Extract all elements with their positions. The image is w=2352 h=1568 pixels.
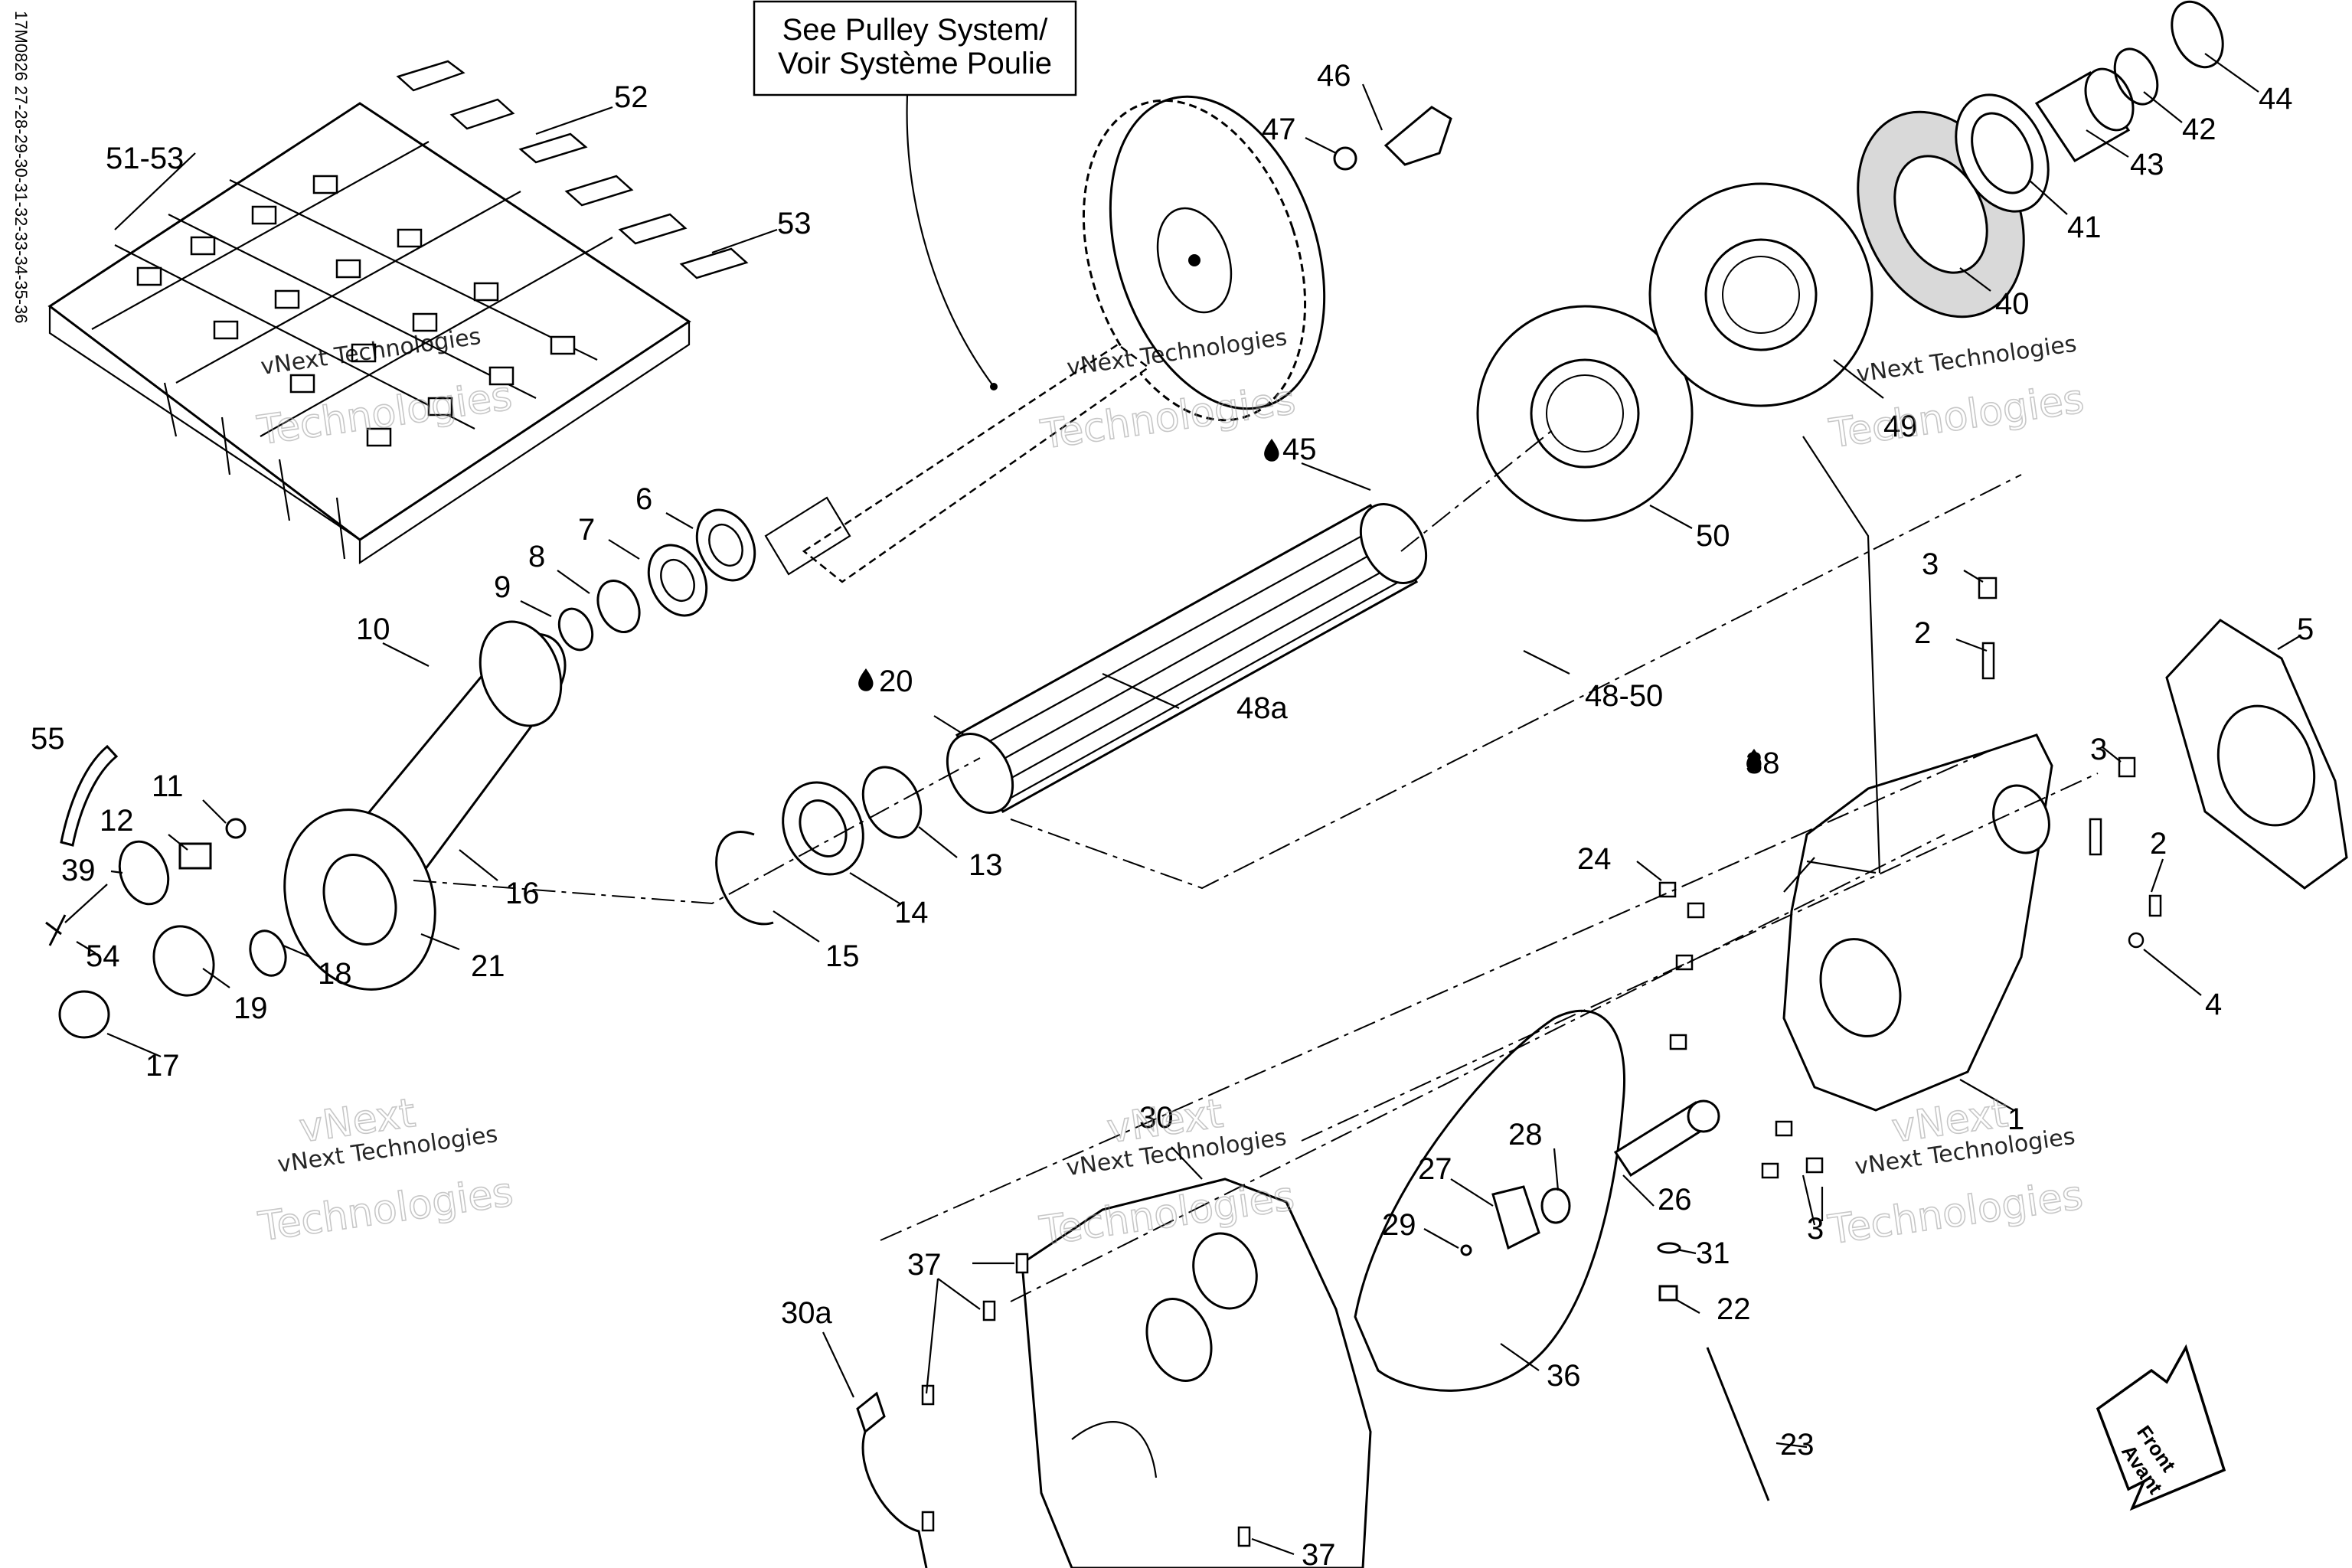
watermark-big: Technologies <box>1826 376 2086 457</box>
callout-line-1: See Pulley System/ <box>782 13 1049 47</box>
chain-assembly <box>283 620 567 991</box>
label-6: 6 <box>635 482 652 516</box>
label-43: 43 <box>2130 148 2164 181</box>
label-17: 17 <box>145 1049 180 1083</box>
label-22: 22 <box>1717 1292 1751 1326</box>
bearing-41 <box>1955 93 2050 213</box>
label-48-50: 48-50 <box>1585 679 1663 713</box>
leader-lines <box>64 53 2301 1556</box>
watermark-big: Technologies <box>256 1169 516 1250</box>
label-8: 8 <box>528 540 545 573</box>
label-46: 46 <box>1317 59 1351 93</box>
label-39: 39 <box>61 854 96 887</box>
nut-47 <box>1333 146 1357 171</box>
front-arrow: Front Avant <box>2096 1344 2226 1511</box>
axle-seal-stack <box>715 766 923 926</box>
sleeve-43 <box>2034 67 2135 162</box>
label-52: 52 <box>614 80 648 114</box>
diagram-code: 17M0826 27-28-29-30-31-32-33-34-35-36 <box>11 11 31 324</box>
label-5: 5 <box>2297 612 2314 646</box>
gasket-36 <box>1354 1009 1625 1392</box>
label-9: 9 <box>494 570 511 604</box>
label-14: 14 <box>894 896 929 929</box>
label-50: 50 <box>1696 519 1730 553</box>
watermark-text: vNext Technologies <box>1855 331 2079 388</box>
label-26: 26 <box>1658 1183 1692 1217</box>
drive-pulley <box>1082 95 1326 422</box>
right-hardware <box>1658 577 2162 1179</box>
label-3a: 3 <box>1922 547 1939 581</box>
label-38: 38 <box>1746 746 1780 780</box>
label-4: 4 <box>2205 988 2222 1021</box>
label-2b: 2 <box>2150 827 2167 861</box>
label-44: 44 <box>2259 82 2293 116</box>
center-lines <box>413 428 2099 1302</box>
bracket-46 <box>1383 106 1452 166</box>
cover-bolts <box>921 1253 1251 1547</box>
label-30: 30 <box>1139 1101 1174 1135</box>
label-37b: 37 <box>1302 1538 1336 1568</box>
label-41: 41 <box>2067 211 2102 244</box>
label-15: 15 <box>825 939 860 973</box>
label-20: 20 <box>879 665 913 698</box>
chaincase-housing <box>1782 733 2053 1112</box>
label-55: 55 <box>31 722 65 756</box>
ring-42 <box>2113 47 2159 106</box>
label-45: 45 <box>1282 433 1317 466</box>
label-24: 24 <box>1577 842 1612 876</box>
label-31: 31 <box>1696 1236 1730 1270</box>
label-42: 42 <box>2182 113 2216 146</box>
watermarks: vNext Technologies Technologies vNext Te… <box>253 323 2087 1256</box>
label-13: 13 <box>969 848 1003 882</box>
oil-drop-45 <box>1264 439 1279 462</box>
bearing-stack <box>557 508 756 652</box>
label-51-53: 51-53 <box>106 142 184 175</box>
pulley-callout: See Pulley System/ Voir Système Poulie <box>753 0 1077 390</box>
track-clips <box>396 60 749 279</box>
label-53: 53 <box>777 207 812 240</box>
callout-line-2: Voir Système Poulie <box>778 47 1052 80</box>
oil-drop-20 <box>858 668 874 691</box>
label-37a: 37 <box>907 1248 942 1282</box>
label-47: 47 <box>1262 113 1296 146</box>
label-21: 21 <box>471 949 505 983</box>
support-plate-5 <box>2165 619 2348 890</box>
tensioner-parts <box>1460 1099 1770 1501</box>
label-2a: 2 <box>1914 616 1931 650</box>
label-19: 19 <box>234 991 268 1025</box>
label-28: 28 <box>1508 1118 1543 1152</box>
label-3c: 3 <box>1807 1212 1824 1246</box>
label-49: 49 <box>1883 410 1918 443</box>
label-3b: 3 <box>2090 733 2107 766</box>
chaincase-cover-30 <box>1021 1178 1372 1568</box>
ring-44 <box>2171 0 2224 69</box>
oil-drop-38 <box>1746 749 1762 772</box>
label-11: 11 <box>152 769 184 803</box>
label-1: 1 <box>2007 1102 2024 1136</box>
small-parts-left <box>45 744 287 1039</box>
watermark-big: Technologies <box>1825 1172 2086 1253</box>
label-48a: 48a <box>1236 691 1288 725</box>
sprocket-49 <box>1648 182 1873 407</box>
sprocket-50 <box>1476 305 1694 522</box>
label-18: 18 <box>318 957 352 991</box>
label-30a: 30a <box>781 1296 832 1330</box>
label-54: 54 <box>86 939 120 973</box>
label-36: 36 <box>1547 1359 1581 1393</box>
sensor-30a <box>856 1391 928 1568</box>
label-40: 40 <box>1995 287 2030 321</box>
label-27: 27 <box>1418 1152 1452 1186</box>
pulley-shaft <box>764 343 1151 583</box>
track-section <box>47 102 691 565</box>
label-16: 16 <box>505 877 540 910</box>
label-7: 7 <box>578 513 595 547</box>
label-12: 12 <box>100 804 134 838</box>
label-23: 23 <box>1780 1428 1815 1462</box>
label-10: 10 <box>356 612 390 646</box>
label-29: 29 <box>1382 1208 1416 1242</box>
part-labels: 51-53 52 53 46 47 44 42 43 41 40 49 50 4… <box>31 59 2314 1568</box>
drive-axle <box>946 502 1428 815</box>
